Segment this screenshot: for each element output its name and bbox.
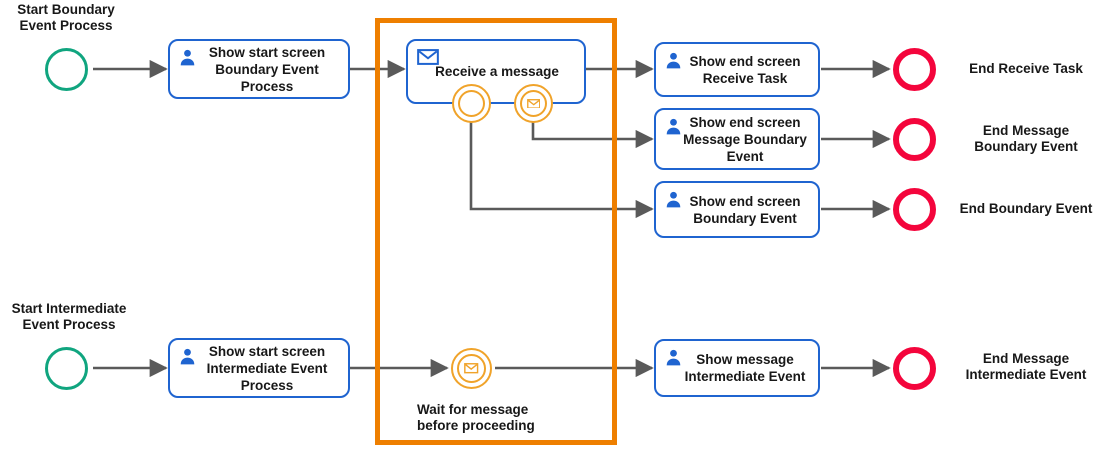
end-event-message-boundary[interactable] [893,118,936,161]
inner-ring [457,354,486,383]
task-label: Show start screen Intermediate Event Pro… [206,343,328,393]
task-label: Show end screen Message Boundary Event [683,114,807,164]
end-event-message-intermediate[interactable] [893,347,936,390]
task-show-start-screen-intermediate-event-process[interactable]: Show start screen Intermediate Event Pro… [168,338,350,398]
user-icon [666,349,681,366]
end-event-receive-task[interactable] [893,48,936,91]
user-icon [666,191,681,208]
wait-for-message-label: Wait for message before proceeding [417,402,535,433]
inner-ring [519,89,548,118]
start-event-boundary-process[interactable] [45,48,88,91]
inner-ring [457,89,486,118]
start-boundary-process-label: Start Boundary Event Process [17,2,115,33]
user-icon [180,348,195,365]
start-intermediate-process-label: Start Intermediate Event Process [11,301,127,332]
task-show-message-intermediate-event[interactable]: Show message Intermediate Event [654,339,820,397]
boundary-event-plain[interactable] [452,84,491,123]
start-event-intermediate-process[interactable] [45,347,88,390]
user-icon [180,49,195,66]
message-scope-highlight [375,18,617,445]
task-receive-a-message[interactable]: Receive a message [406,39,586,104]
task-label: Show end screen Receive Task [689,53,801,86]
task-show-end-screen-receive-task[interactable]: Show end screen Receive Task [654,42,820,97]
boundary-event-message[interactable] [514,84,553,123]
end-message-boundary-event-label: End Message Boundary Event [974,123,1078,154]
task-label: Show start screen Boundary Event Process [208,44,326,94]
envelope-icon [526,98,541,109]
intermediate-message-catch-event[interactable] [451,348,492,389]
task-show-end-screen-boundary-event[interactable]: Show end screen Boundary Event [654,181,820,238]
end-boundary-event-label: End Boundary Event [959,201,1093,216]
end-message-intermediate-event-label: End Message Intermediate Event [965,351,1087,382]
end-receive-task-label: End Receive Task [969,61,1083,76]
task-show-start-screen-boundary-event-process[interactable]: Show start screen Boundary Event Process [168,39,350,99]
user-icon [666,118,681,135]
user-icon [666,52,681,69]
end-event-boundary[interactable] [893,188,936,231]
envelope-icon [464,363,479,374]
task-label: Show end screen Boundary Event [689,193,801,226]
envelope-icon [417,49,439,65]
task-label: Show message Intermediate Event [684,352,806,384]
task-label: Receive a message [435,64,559,79]
task-show-end-screen-message-boundary-event[interactable]: Show end screen Message Boundary Event [654,108,820,170]
